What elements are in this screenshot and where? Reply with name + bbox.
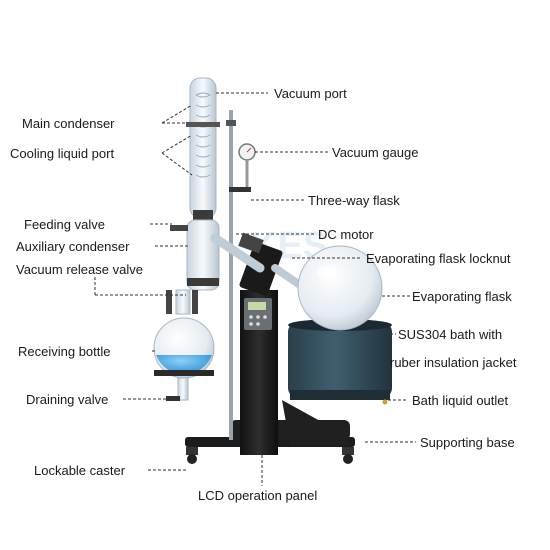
lcd-operation-panel [244, 298, 272, 330]
label-sus304-bath-line1: SUS304 bath with [398, 327, 503, 342]
label-lockable-caster: Lockable caster [34, 463, 126, 478]
receiving-bottle [153, 289, 215, 401]
label-cooling-liquid-port: Cooling liquid port [10, 146, 115, 161]
leader-lines [94, 92, 416, 486]
label-auxiliary-condenser: Auxiliary condenser [16, 239, 130, 254]
label-evaporating-flask-locknut: Evaporating flask locknut [366, 251, 511, 266]
three-way-flask [170, 219, 265, 291]
support-pole [229, 110, 233, 440]
label-evaporating-flask: Evaporating flask [412, 289, 512, 304]
label-vacuum-gauge: Vacuum gauge [332, 145, 419, 160]
vacuum-gauge [238, 143, 256, 188]
label-vacuum-release-valve: Vacuum release valve [16, 262, 143, 277]
sus304-bath [288, 319, 392, 405]
label-bath-liquid-outlet: Bath liquid outlet [412, 393, 509, 408]
label-sus304-bath-line2: ruber insulation jacket [390, 355, 517, 370]
label-vacuum-port: Vacuum port [274, 86, 347, 101]
evaporating-flask [297, 245, 383, 331]
label-feeding-valve: Feeding valve [24, 217, 105, 232]
lockable-caster [186, 447, 354, 464]
main-condenser [186, 77, 220, 220]
draining-valve [166, 396, 180, 401]
label-main-condenser: Main condenser [22, 116, 115, 131]
label-dc-motor: DC motor [318, 227, 374, 242]
label-three-way-flask: Three-way flask [308, 193, 400, 208]
label-supporting-base: Supporting base [420, 435, 515, 450]
label-lcd-operation-panel: LCD operation panel [198, 488, 318, 503]
label-draining-valve: Draining valve [26, 392, 109, 407]
label-receiving-bottle: Receiving bottle [18, 344, 111, 359]
